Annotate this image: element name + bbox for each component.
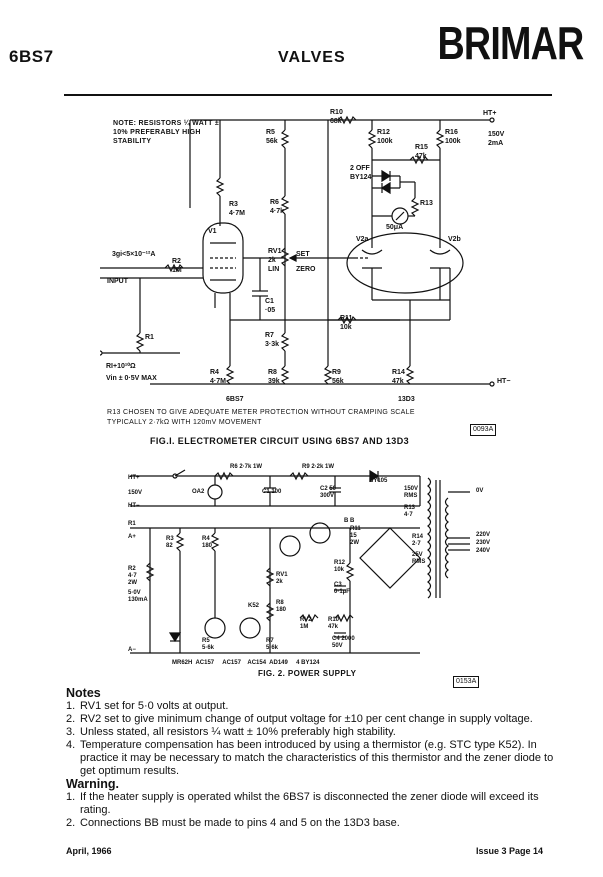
fig1-r5-label: R5 56k [266,129,278,145]
fig2-c1-label: C1 100 [262,489,282,495]
fig1-ht-plus-label: HT+ [483,110,497,117]
fig2-r14-label: R14 2·7 [412,534,424,547]
fig2-code: 0153A [453,676,480,688]
fig2-r13-label: R13 4·7 [404,505,416,518]
fig1-valve2-label: 13D3 [398,396,415,403]
fig2-ht-plus-label: HT+ [128,475,140,481]
fig1-r7-label: R7 3·3k [265,332,280,348]
fig1-input-label: INPUT [107,278,128,285]
notes-heading: Notes [66,686,101,700]
fig1-v2a-label: V2a [356,236,369,243]
fig1-r16-label: R16 100k [445,129,461,145]
warning-heading: Warning. [66,777,120,791]
fig1-r6-label: R6 4·7k [270,199,285,215]
notes-section: Notes 1.RV1 set for 5·0 volts at output.… [66,687,566,830]
fig1-note: NOTE: RESISTORS ¼ WATT ± 10% PREFERABLY … [113,120,220,145]
fig1-v2b-label: V2b [448,236,461,243]
fig2-a-minus-label: A− [128,647,136,653]
fig1-diodes-label: 2 OFF BY124 [350,165,372,181]
fig1-r15-label: R15 47k [415,144,428,160]
fig1-r13-label: R13 [420,200,433,207]
warning-item: 1.If the heater supply is operated whils… [66,791,539,816]
fig1-r14-label: R14 47k [392,369,405,385]
fig2-r11-label: R11 15 2W [350,526,361,546]
fig2-r7-label: R7 5·6k [266,638,279,651]
fig2-c3-label: C3 0·1µF [334,582,350,595]
warning-item: 2.Connections BB must be made to pins 4 … [66,817,400,829]
fig2-r8-label: R8 180 [276,600,287,613]
fig2-caption: FIG. 2. POWER SUPPLY [258,669,357,678]
fig1-remark-1: R13 CHOSEN TO GIVE ADEQUATE METER PROTEC… [107,409,415,416]
fig2-v0-label: 0V [476,488,484,494]
fig1-code: 0093A [470,424,497,436]
fig1-vin-label: Vin ± 0·5V MAX [106,375,157,382]
fig2-k52-label: K52 [248,603,260,609]
fig2-rv1-label: RV1 2k [276,572,288,585]
fig2-r2-label: R2 4·7 2W [128,566,137,586]
fig2-rv2-label: RV2 1M [300,617,312,630]
fig1-r1-label: R1 [145,334,154,341]
fig1-input-current-label: 3gi<5×10⁻¹²A [112,251,156,258]
fig1-r2-label: R2 1M [172,258,182,274]
fig2-by105-label: BY105 [369,478,388,484]
fig2-oa2-label: OA2 [192,489,205,495]
fig1-r8-label: R8 39k [268,369,280,385]
fig1-supply-label: 150V 2mA [488,131,505,147]
fig2-v25rms-label: 25V RMS [412,552,426,565]
fig2-r10-label: R10 47k [328,617,340,630]
fig1-r10-label: R10 68k [330,109,343,125]
fig1-v1-label: V1 [208,228,217,235]
warning-list: 1.If the heater supply is operated whils… [66,791,566,830]
fig2-v150rms-label: 150V RMS [404,486,419,499]
fig2-ht-minus-label: HT− [128,503,140,509]
fig1-zero-label: ZERO [296,266,316,273]
fig1-valve1-label: 6BS7 [226,396,244,403]
fig1-r12-label: R12 100k [377,129,393,145]
fig2-c4-label: C4 2000 50V [332,636,355,649]
fig2-r12-label: R12 10k [334,560,346,573]
fig1-r3-label: R3 4·7M [229,201,245,217]
notes-list: 1.RV1 set for 5·0 volts at output. 2.RV2… [66,700,566,778]
footer-date: April, 1966 [66,846,112,856]
fig2-r3-label: R3 82 [166,536,174,549]
header-rule [64,94,552,96]
footer-issue: Issue 3 Page 14 [476,846,544,856]
fig2-v150-label: 150V [128,490,143,496]
fig2-v230-label: 230V [476,540,491,546]
fig2-parts-label: MR62H AC157 AC157 AC154 AD149 4 BY124 [172,660,320,666]
notes-item: 4.Temperature compensation has been intr… [66,739,554,777]
fig1-meter-label: 50μA [386,224,404,231]
notes-item: 3.Unless stated, all resistors ¼ watt ± … [66,726,396,738]
fig2-v5-label: 5·0V 130mA [128,590,148,603]
fig1-set-label: SET [296,251,310,258]
fig1-r11-label: R11 10k [340,315,353,331]
fig2-bb-label: B B [344,518,355,524]
fig1-caption: FIG.I. ELECTROMETER CIRCUIT USING 6BS7 A… [150,436,409,446]
fig2-v240-label: 240V [476,548,491,554]
fig1-ht-minus-label: HT− [497,378,511,385]
fig2-c2-label: C2 50 300V [320,486,337,499]
section-heading: VALVES [278,49,346,66]
fig2-r9-label: R9 2·2k 1W [302,464,335,470]
fig1-schematic [97,108,550,408]
notes-item: 2.RV2 set to give minimum change of outp… [66,713,533,725]
fig2-r6-label: R6 2·7k 1W [230,464,263,470]
fig2-schematic [120,458,540,668]
fig1-c1-label: C1 ·05 [265,298,276,314]
fig2-a-plus-label: A+ [128,534,136,540]
fig2-r5-label: R5 5·6k [202,638,215,651]
fig1-r4-label: R4 4·7M [210,369,226,385]
notes-item: 1.RV1 set for 5·0 volts at output. [66,700,229,712]
fig2-r1-label: R1 [128,521,136,527]
fig1-ri-label: RI+10¹⁰Ω [106,363,136,370]
fig2-r4-label: R4 180 [202,536,213,549]
brimar-logo: BRIMAR [437,17,585,69]
fig2-v220-label: 220V [476,532,491,538]
fig1-r9-label: R9 56k [332,369,344,385]
valve-type-heading: 6BS7 [9,47,54,66]
fig1-remark-2: TYPICALLY 2·7kΩ WITH 120mV MOVEMENT [107,419,262,426]
fig1-rv1-label: RV1 2k LIN [268,248,282,273]
